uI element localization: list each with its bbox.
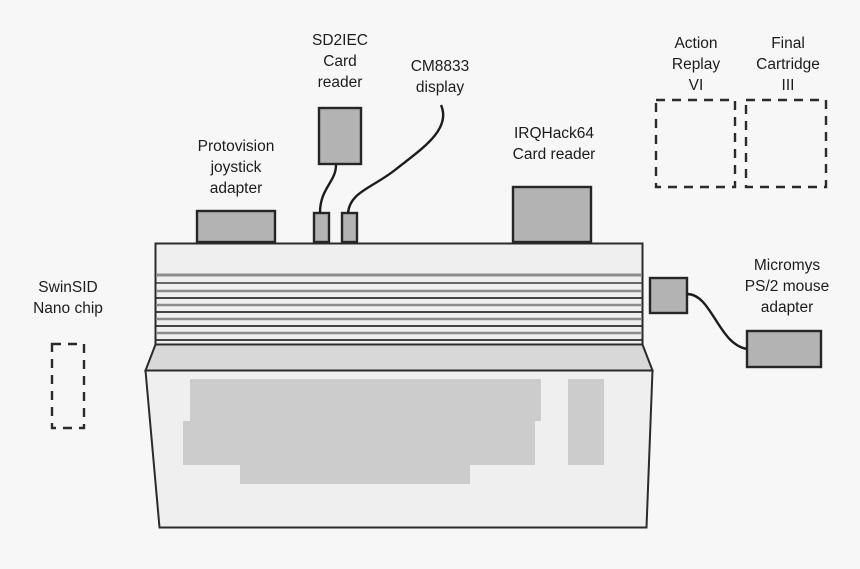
label-protovision: Protovision joystick adapter <box>197 138 275 197</box>
commodore-64-body <box>144 242 654 529</box>
keyboard-area <box>183 379 541 484</box>
micromys-port[interactable] <box>648 276 689 315</box>
sd2iec-connector[interactable] <box>312 211 331 244</box>
computer-top-panel <box>154 242 644 346</box>
computer-front-lip <box>144 343 654 372</box>
sd2iec-card-reader[interactable] <box>317 106 363 166</box>
final-cartridge-slot[interactable] <box>744 98 828 189</box>
swinsid-slot[interactable] <box>50 342 86 430</box>
cm8833-connector[interactable] <box>340 211 359 244</box>
micromys-cable <box>686 292 748 351</box>
micromys-adapter[interactable] <box>745 329 823 369</box>
label-sd2iec: SD2IEC Card reader <box>312 32 368 91</box>
computer-vent-lines <box>156 273 642 341</box>
action-replay-slot[interactable] <box>654 98 737 189</box>
sd2iec-cable <box>318 164 338 214</box>
label-final-cartridge: Final Cartridge III <box>756 35 820 94</box>
label-irqhack64: IRQHack64 Card reader <box>512 125 596 163</box>
cm8833-cable <box>346 104 445 214</box>
label-action-replay: Action Replay VI <box>671 35 721 94</box>
label-micromys: Micromys PS/2 mouse adapter <box>744 257 830 316</box>
irqhack64-card-reader[interactable] <box>511 185 593 244</box>
label-swinsid: SwinSID Nano chip <box>33 279 103 317</box>
keyboard-side-block <box>568 379 604 465</box>
protovision-adapter[interactable] <box>195 209 277 244</box>
label-cm8833: CM8833 display <box>410 58 470 96</box>
